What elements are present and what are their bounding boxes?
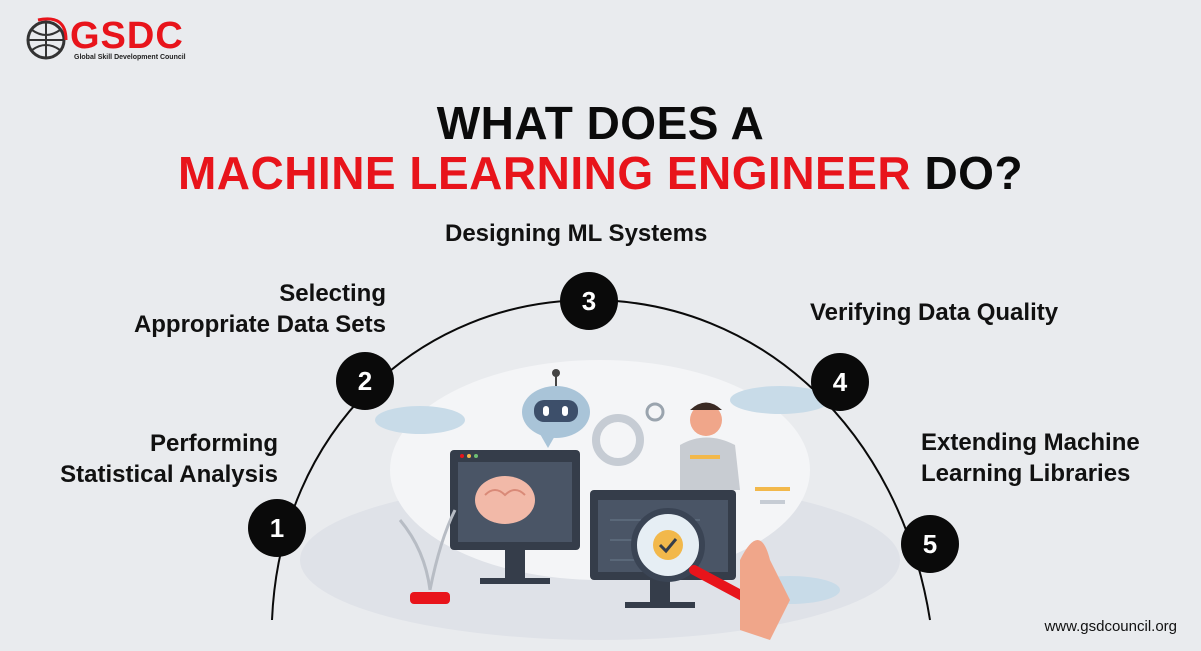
check-icon <box>658 538 678 554</box>
step-3-label: Designing ML Systems <box>445 220 708 247</box>
step-4-label: Verifying Data Quality <box>810 299 1059 326</box>
footer-url[interactable]: www.gsdcouncil.org <box>1044 618 1177 635</box>
step-4-badge: 4 <box>811 353 869 411</box>
title-highlight: MACHINE LEARNING ENGINEER <box>177 147 912 199</box>
plant-icon <box>398 519 432 591</box>
step-3-badge: 3 <box>560 272 618 330</box>
step-1-label: Performing Statistical Analysis <box>60 430 278 488</box>
hand-icon <box>740 540 790 640</box>
step-2-badge: 2 <box>336 352 394 410</box>
step-5-badge: 5 <box>901 515 959 573</box>
person-icon <box>690 404 722 436</box>
logo-name: GSDC <box>70 15 184 57</box>
title-line-2: MACHINE LEARNING ENGINEER DO? <box>0 148 1201 198</box>
gear-icon <box>592 414 644 466</box>
brand-logo: GSDC Global Skill Development Council <box>24 14 194 64</box>
title-line-1: WHAT DOES A <box>436 97 765 149</box>
step-1-badge: 1 <box>248 499 306 557</box>
gear-icon <box>645 402 665 422</box>
step-5-label: Extending Machine Learning Libraries <box>921 429 1140 487</box>
logo-subtitle: Global Skill Development Council <box>74 54 186 61</box>
step-2-label: Selecting Appropriate Data Sets <box>133 280 386 338</box>
title-rest: DO? <box>924 147 1024 199</box>
brain-icon <box>475 476 535 524</box>
